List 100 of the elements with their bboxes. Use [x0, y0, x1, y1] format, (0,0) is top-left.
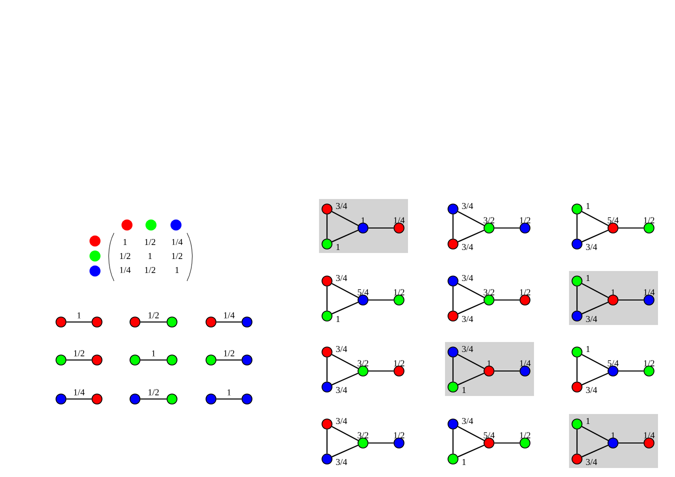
vertex-label: 3/4: [336, 458, 348, 466]
graph-edge: [332, 302, 358, 314]
vertex-label: 3/4: [462, 418, 474, 424]
vertex-label: 3/4: [586, 244, 598, 250]
graph-edge: [582, 354, 608, 369]
graph-edge: [332, 372, 358, 386]
vertex-label: 1/2: [394, 432, 404, 438]
vertex-label: 3/2: [358, 360, 368, 366]
vertex-label: 1/2: [520, 289, 530, 296]
vertex-label: 5/4: [608, 217, 619, 224]
vertex-label: 1: [586, 346, 590, 352]
vertex-label: 1/2: [644, 360, 654, 366]
graph-edge: [140, 398, 167, 400]
vertex-label: 3/4: [336, 386, 348, 394]
vertex-circle: [572, 382, 582, 392]
graph-edge: [66, 359, 92, 361]
graph-edge: [452, 429, 454, 454]
vertex-label: 3/2: [358, 432, 368, 438]
vertex-circle: [448, 418, 458, 430]
graph-edge: [582, 372, 608, 386]
vertex-circle: [206, 394, 216, 404]
vertex-label: 3/4: [586, 458, 598, 466]
vertex-circle: [322, 454, 332, 464]
vertex-circle: [448, 276, 458, 286]
edge-label: 1/4: [224, 312, 235, 318]
graph-edge: [66, 398, 92, 400]
graph-edge: [618, 442, 644, 444]
graph-edge: [368, 227, 394, 229]
edge-label: 1/2: [74, 350, 84, 356]
vertex-circle: [572, 238, 582, 250]
graph-edge: [332, 426, 358, 441]
vertex-circle: [448, 454, 458, 464]
graph-edge: [326, 357, 328, 382]
vertex-label: 1: [586, 275, 590, 281]
edge-label: 1: [152, 350, 156, 356]
vertex-circle: [448, 204, 458, 214]
graph-edge: [458, 372, 484, 386]
graph-edge: [582, 230, 608, 242]
vertex-circle: [608, 222, 618, 234]
vertex-label: 3/4: [336, 274, 348, 282]
graph-edge: [618, 227, 644, 229]
vertex-circle: [608, 366, 618, 376]
vertex-label: 1: [336, 244, 340, 250]
graph-edge: [618, 299, 644, 301]
graph-edge: [494, 370, 520, 372]
graph-edge: [66, 321, 92, 323]
edge-label: 1: [228, 389, 231, 396]
vertex-circle: [56, 394, 66, 404]
vertex-label: 1/4: [644, 289, 655, 296]
vertex-circle: [520, 294, 530, 306]
graph-edge: [582, 283, 608, 298]
vertex-label: 1/2: [520, 432, 530, 438]
matrix-entry: 1/4: [120, 266, 131, 274]
graph-edge: [618, 370, 644, 372]
vertex-circle: [484, 222, 494, 234]
graph-edge: [140, 321, 167, 323]
vertex-circle: [130, 354, 140, 366]
vertex-circle: [206, 354, 216, 366]
vertex-label: 1/4: [394, 217, 405, 224]
vertex-label: 1: [462, 387, 466, 393]
matrix-entry: 1/2: [120, 252, 130, 260]
vertex-circle: [130, 316, 140, 328]
vertex-circle: [448, 310, 458, 322]
graph-edge: [332, 230, 358, 242]
matrix-entry: 1/2: [145, 266, 156, 274]
graph-edge: [452, 286, 454, 311]
vertex-circle: [358, 294, 368, 306]
matrix-entry: 1: [124, 239, 127, 245]
vertex-circle: [644, 222, 654, 234]
vertex-label: 1/2: [394, 289, 404, 296]
graph-edge: [576, 357, 578, 382]
vertex-label: 1/4: [644, 432, 655, 438]
vertex-circle: [92, 394, 102, 404]
graph-edge: [576, 429, 578, 454]
graph-edge: [332, 283, 358, 298]
graph-edge: [368, 370, 394, 372]
vertex-label: 5/4: [358, 289, 369, 296]
vertex-label: 1/2: [394, 360, 404, 366]
graph-edge: [452, 357, 454, 382]
vertex-label: 3/4: [462, 244, 474, 250]
vertex-label: 3/4: [336, 418, 348, 424]
vertex-circle: [166, 394, 178, 404]
vertex-label: 5/4: [484, 432, 495, 438]
vertex-circle: [394, 438, 404, 448]
graph-edge: [582, 444, 608, 458]
vertex-label: 3/4: [586, 316, 598, 322]
matrix-entry: 1/2: [145, 238, 156, 246]
edge-label: 1/2: [148, 389, 159, 396]
vertex-circle: [520, 222, 530, 234]
edge-label: 1/2: [148, 312, 159, 318]
graph-edge: [216, 359, 242, 361]
graph-edge: [582, 211, 608, 226]
vertex-label: 1: [336, 316, 340, 322]
vertex-circle: [322, 310, 332, 322]
vertex-label: 3/2: [484, 289, 494, 296]
graph-edge: [494, 442, 520, 444]
edge-label: 1/4: [74, 389, 85, 396]
vertex-circle: [242, 316, 252, 328]
vertex-label: 1: [586, 418, 590, 424]
vertex-circle: [484, 438, 494, 448]
